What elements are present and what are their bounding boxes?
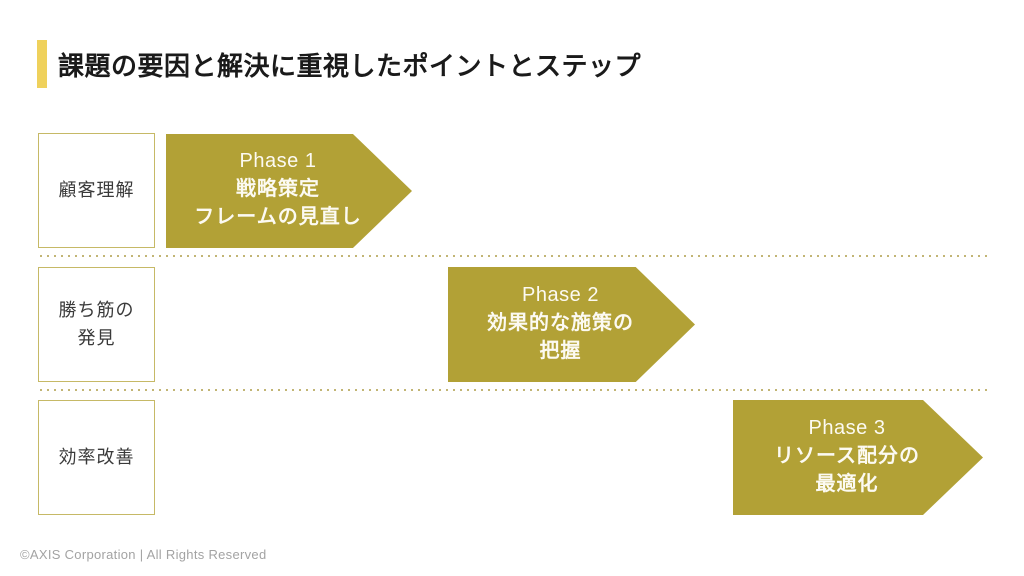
factor-box-1-label: 顧客理解 (58, 179, 135, 200)
phase-3-label: Phase 3 (808, 416, 886, 439)
phase-1-label: Phase 1 (239, 150, 317, 173)
copyright-footer: ©AXIS Corporation | All Rights Reserved (20, 547, 267, 562)
phase-2-text: Phase 2 効果的な施策の 把握 (487, 284, 656, 365)
phase-arrow-1: Phase 1 戦略策定 フレームの見直し (166, 134, 412, 248)
dotted-divider-2 (40, 389, 988, 391)
phase-2-label: Phase 2 (522, 283, 599, 306)
phase-1-body: 戦略策定 フレームの見直し (194, 178, 362, 228)
slide-title: 課題の要因と解決に重視したポイントとステップ (58, 51, 642, 81)
factor-box-3-label: 効率改善 (58, 446, 135, 467)
factor-box-2-label: 勝ち筋の 発見 (58, 299, 135, 348)
phase-1-text: Phase 1 戦略策定 フレームの見直し (194, 150, 383, 231)
phase-arrow-2: Phase 2 効果的な施策の 把握 (448, 267, 695, 382)
phase-3-text: Phase 3 リソース配分の 最適化 (774, 417, 942, 498)
dotted-divider-1 (40, 255, 988, 257)
phase-arrow-3: Phase 3 リソース配分の 最適化 (733, 400, 983, 515)
factor-box-2: 勝ち筋の 発見 (38, 267, 155, 382)
phase-2-body: 効果的な施策の 把握 (487, 311, 634, 362)
factor-box-3: 効率改善 (38, 400, 155, 515)
title-accent-bar (37, 40, 47, 88)
phase-3-body: リソース配分の 最適化 (774, 444, 920, 495)
factor-box-1: 顧客理解 (38, 133, 155, 248)
